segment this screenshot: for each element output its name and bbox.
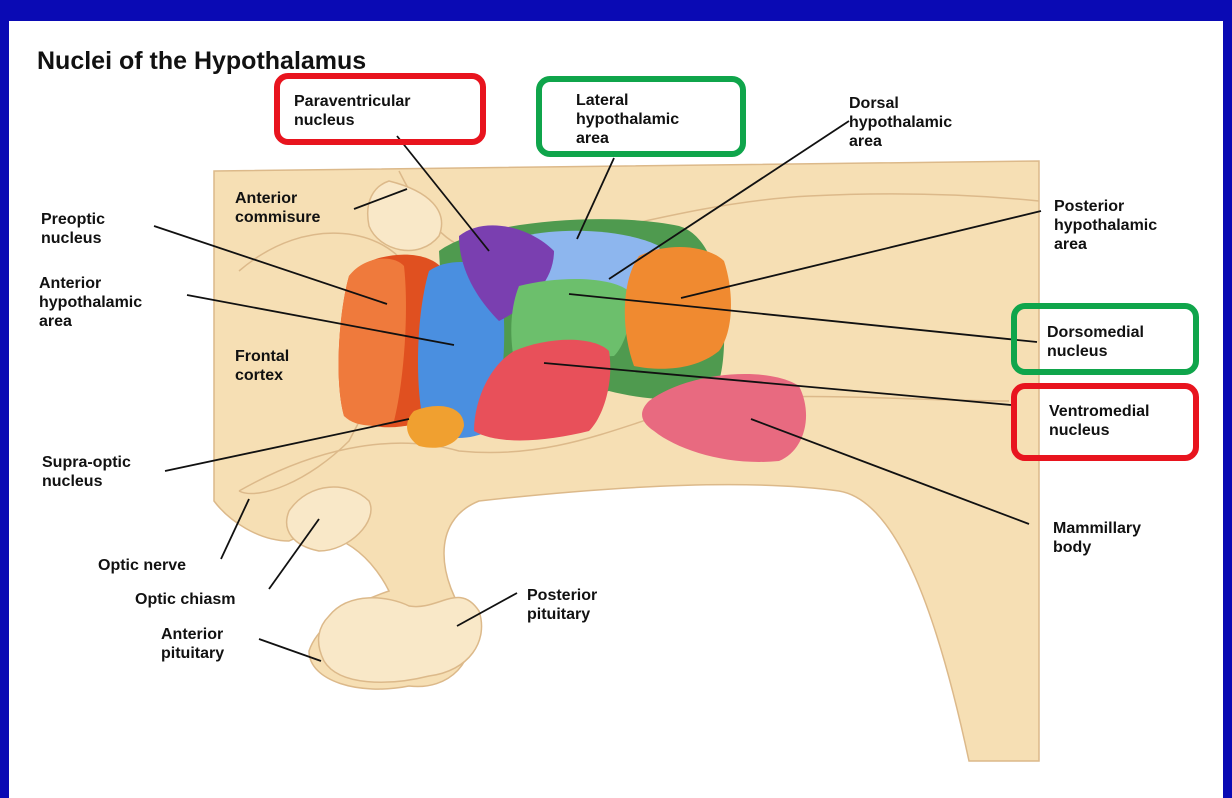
label-anterior-commisure: Anterior commisure bbox=[235, 189, 320, 227]
label-optic-chiasm: Optic chiasm bbox=[135, 590, 235, 609]
label-ventromedial-nucleus: Ventromedial nucleus bbox=[1049, 402, 1149, 440]
label-posterior-hypothalamic-area: Posterior hypothalamic area bbox=[1054, 197, 1157, 254]
label-supra-optic-nucleus: Supra-optic nucleus bbox=[42, 453, 131, 491]
label-lateral-hypothalamic-area: Lateral hypothalamic area bbox=[576, 91, 679, 148]
label-anterior-hypothalamic-area: Anterior hypothalamic area bbox=[39, 274, 142, 331]
slide: Nuclei of the Hypothalamus bbox=[9, 21, 1223, 798]
label-posterior-pituitary: Posterior pituitary bbox=[527, 586, 597, 624]
label-anterior-pituitary: Anterior pituitary bbox=[161, 625, 224, 663]
label-paraventricular-nucleus: Paraventricular nucleus bbox=[294, 92, 411, 130]
label-dorsomedial-nucleus: Dorsomedial nucleus bbox=[1047, 323, 1144, 361]
label-optic-nerve: Optic nerve bbox=[98, 556, 186, 575]
label-frontal-cortex: Frontal cortex bbox=[235, 347, 289, 385]
label-preoptic-nucleus: Preoptic nucleus bbox=[41, 210, 105, 248]
label-dorsal-hypothalamic-area: Dorsal hypothalamic area bbox=[849, 94, 952, 151]
posterior-hypothalamic-area-shape bbox=[625, 247, 731, 369]
preoptic-nucleus-light bbox=[339, 259, 406, 426]
label-mammillary-body: Mammillary body bbox=[1053, 519, 1141, 557]
